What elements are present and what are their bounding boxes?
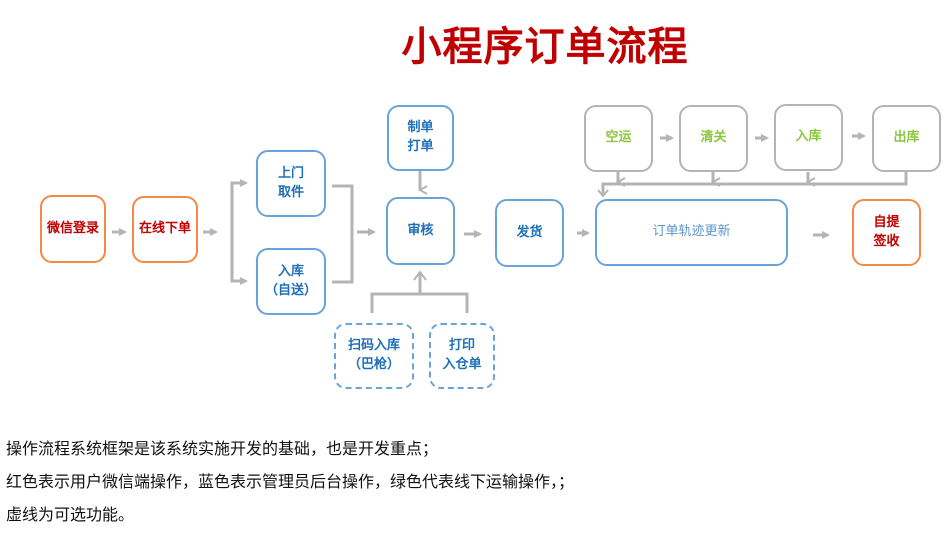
split-bracket: [230, 181, 244, 283]
note-line: 虚线为可选功能。: [6, 505, 135, 524]
merge-bracket: [332, 184, 354, 284]
node-review: 审核: [386, 197, 455, 265]
node-label: 入库: [795, 129, 822, 145]
node-track-update: 订单轨迹更新: [595, 199, 788, 266]
node-label: 在线下单: [138, 221, 191, 237]
node-self-pickup: 自提 签收: [852, 199, 921, 266]
note-line: 操作流程系统框架是该系统实施开发的基础，也是开发重点；: [6, 439, 439, 458]
node-warehouse-in: 入库: [774, 104, 843, 171]
feedback-bus: [601, 172, 908, 194]
node-label: 微信登录: [46, 220, 99, 236]
notes: 操作流程系统框架是该系统实施开发的基础，也是开发重点； 红色表示用户微信端操作，…: [6, 432, 574, 531]
node-label: 入库 （自送）: [264, 263, 317, 298]
node-label: 制单 打单: [407, 120, 434, 154]
node-label: 扫码入库 （巴枪）: [347, 338, 400, 372]
node-self-delivery: 入库 （自送）: [256, 248, 326, 315]
diagram-title: 小程序订单流程: [401, 24, 689, 70]
node-label: 自提 签收: [873, 214, 900, 249]
node-warehouse-out: 出库: [872, 105, 941, 172]
node-label: 打印 入仓单: [442, 338, 482, 372]
node-air-transport: 空运: [584, 105, 653, 172]
node-label: 出库: [893, 130, 920, 146]
node-label: 空运: [605, 130, 632, 146]
node-place-order: 在线下单: [132, 196, 198, 263]
node-make-print: 制单 打单: [387, 105, 454, 171]
node-label: 发货: [516, 224, 543, 240]
node-label: 审核: [407, 222, 434, 238]
node-door-pickup: 上门 取件: [256, 150, 326, 217]
note-line: 红色表示用户微信端操作，蓝色表示管理员后台操作，绿色代表线下运输操作，；: [6, 472, 575, 491]
node-label: 上门 取件: [277, 165, 304, 200]
node-wechat-login: 微信登录: [40, 195, 106, 263]
node-print-inbound: 打印 入仓单: [429, 323, 495, 389]
node-scan-inbound: 扫码入库 （巴枪）: [334, 323, 414, 389]
node-label: 订单轨迹更新: [652, 224, 731, 240]
optional-bracket: [370, 292, 469, 313]
node-ship: 发货: [495, 199, 564, 267]
node-label: 清关: [700, 130, 727, 146]
node-customs: 清关: [679, 105, 748, 172]
